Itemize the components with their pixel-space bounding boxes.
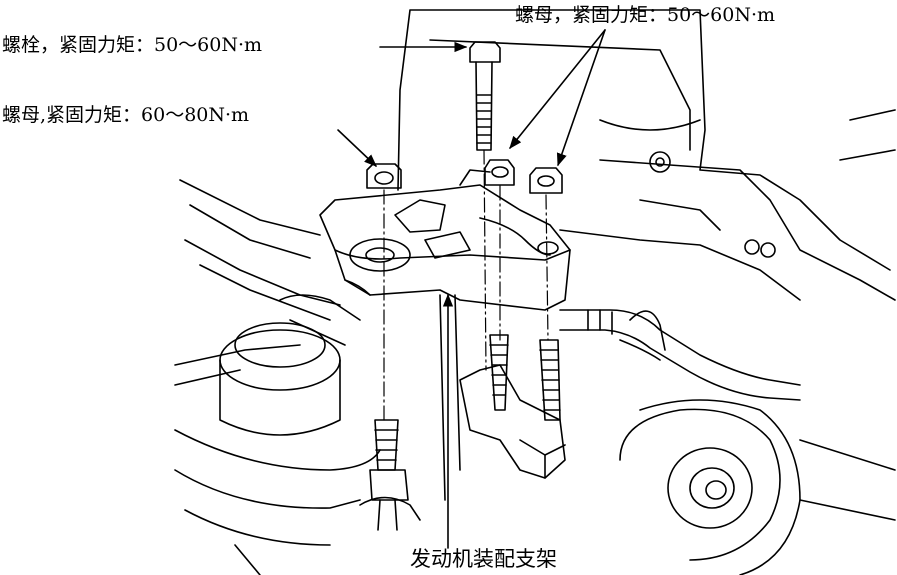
hose bbox=[559, 309, 801, 401]
reservoir bbox=[174, 322, 381, 575]
nut-torque-label-upper: 螺母，紧固力矩：50～60N·m bbox=[515, 4, 776, 26]
studs bbox=[359, 334, 561, 531]
bolt-torque-label: 螺栓，紧固力矩：50～60N·m bbox=[2, 34, 263, 56]
background-lines bbox=[174, 179, 361, 386]
stud-block bbox=[459, 364, 566, 479]
bracket-leg bbox=[439, 294, 461, 501]
leader-lines bbox=[337, 29, 606, 549]
mount-bracket bbox=[319, 169, 571, 311]
engine-bracket-label: 发动机装配支架 bbox=[410, 547, 557, 571]
nuts bbox=[366, 159, 563, 194]
nut-torque-label-left: 螺母,紧固力矩：60～80N·m bbox=[2, 104, 250, 126]
pulley bbox=[619, 399, 896, 575]
engine-housing bbox=[397, 9, 896, 301]
bolt bbox=[469, 41, 501, 151]
center-lines bbox=[383, 149, 549, 421]
